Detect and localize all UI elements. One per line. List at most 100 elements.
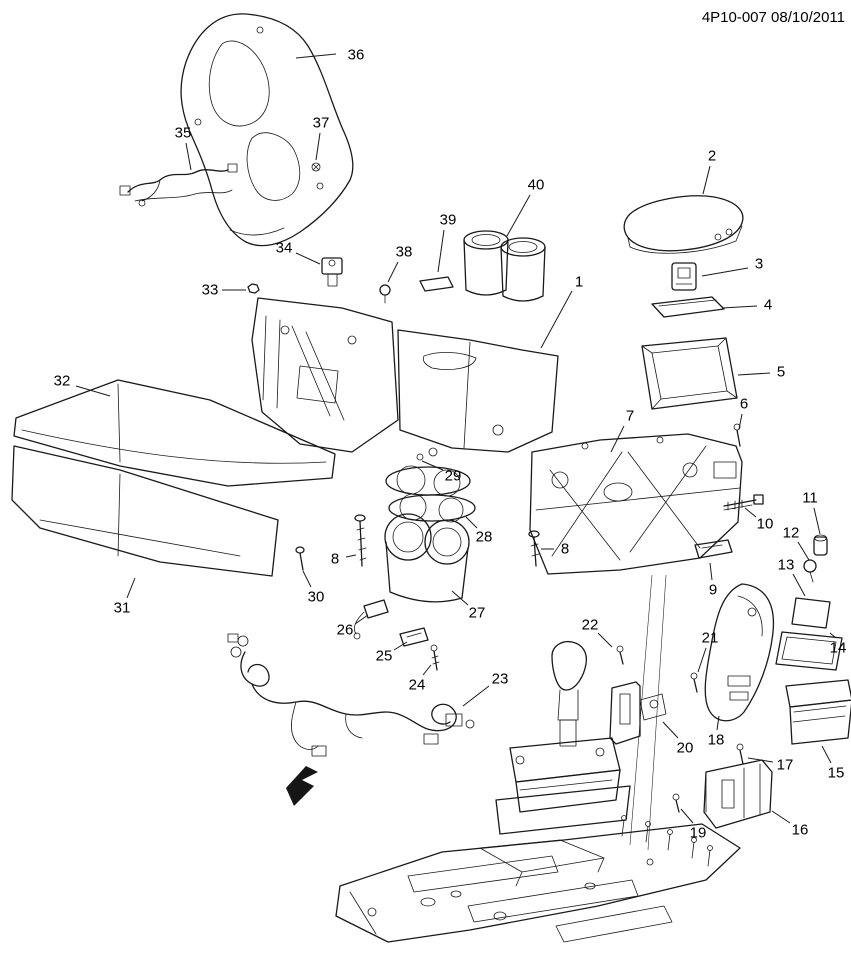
- callout-22: 22: [582, 617, 599, 634]
- callout-25: 25: [376, 648, 393, 665]
- callout-21: 21: [702, 630, 719, 647]
- callout-leader-3: [701, 267, 749, 277]
- callout-leader-4: [721, 305, 758, 309]
- part-21-screw: [690, 672, 698, 693]
- callout-33: 33: [202, 282, 219, 299]
- callout-leader-6: [738, 413, 743, 430]
- callout-4: 4: [764, 297, 772, 314]
- callout-39: 39: [440, 212, 457, 229]
- callout-leader-38: [387, 261, 399, 283]
- callout-14: 14: [830, 640, 847, 657]
- callout-leader-20: [662, 721, 679, 739]
- callout-34: 34: [276, 240, 293, 257]
- callout-16: 16: [792, 822, 809, 839]
- callout-leader-32: [75, 385, 111, 397]
- part-33-nut: [247, 283, 260, 294]
- part-17-screw: [736, 743, 744, 765]
- callout-leader-5: [737, 372, 771, 376]
- callout-12: 12: [783, 525, 800, 542]
- part-14-mat: [775, 631, 843, 671]
- callout-leader-22: [597, 632, 613, 648]
- part-27-cup-holder: [384, 513, 470, 603]
- callout-31: 31: [114, 600, 131, 617]
- callout-38: 38: [396, 244, 413, 261]
- callout-leader-36: [295, 53, 337, 59]
- part-23-wiring-harness: [227, 633, 475, 757]
- floor-pan: [335, 815, 741, 943]
- callout-leader-11: [813, 507, 821, 535]
- part-31-side-panel-lower: [11, 445, 279, 577]
- part-36-console-trim: [180, 13, 354, 247]
- callout-leader-14: [829, 632, 837, 639]
- callout-leader-28: [465, 516, 478, 529]
- part-24-screw: [430, 644, 440, 671]
- part-3-latch: [671, 262, 697, 291]
- doc-reference: 4P10-007 08/10/2011: [702, 9, 845, 26]
- callout-3: 3: [755, 256, 763, 273]
- part-34-switch: [321, 257, 343, 287]
- callout-18: 18: [708, 732, 725, 749]
- part-12-cap: [803, 559, 817, 583]
- callout-20: 20: [677, 740, 694, 757]
- callout-28: 28: [476, 529, 493, 546]
- callout-19: 19: [690, 825, 707, 842]
- callout-leader-23: [462, 685, 490, 707]
- callout-5: 5: [777, 364, 785, 381]
- part-28-gasket: [388, 493, 476, 523]
- part-22-screw: [616, 645, 624, 665]
- callout-8: 8: [331, 551, 339, 568]
- callout-9: 9: [709, 582, 717, 599]
- callout-leader-8: [345, 554, 357, 558]
- part-30-screw: [295, 546, 305, 571]
- callout-leader-7: [610, 425, 625, 453]
- callout-24: 24: [409, 677, 426, 694]
- part-18-rear-panel: [704, 583, 775, 722]
- callout-7: 7: [626, 408, 634, 425]
- part-38-grommet: [379, 284, 391, 304]
- callout-10: 10: [757, 516, 774, 533]
- callout-29: 29: [445, 468, 462, 485]
- part-1-console-body: [251, 297, 559, 461]
- callout-40: 40: [528, 177, 545, 194]
- part-32-side-panel-upper: [13, 379, 336, 487]
- front-direction-arrow-icon: [286, 766, 318, 806]
- callout-37: 37: [313, 115, 330, 132]
- callout-13: 13: [778, 557, 795, 574]
- callout-leader-27: [451, 590, 469, 606]
- callout-leader-12: [797, 541, 810, 561]
- part-8-screw-left: [354, 514, 367, 567]
- callout-27: 27: [469, 605, 486, 622]
- part-19-screw: [672, 793, 680, 813]
- part-16-bracket: [703, 759, 773, 829]
- callout-leader-18: [716, 715, 720, 731]
- callout-36: 36: [348, 47, 365, 64]
- part-39-pad: [419, 276, 454, 292]
- callout-leader-24: [422, 664, 432, 676]
- callout-8: 8: [561, 541, 569, 558]
- part-15-tray: [785, 679, 851, 745]
- part-8-screw-right: [528, 530, 540, 567]
- callout-30: 30: [308, 589, 325, 606]
- callout-32: 32: [54, 373, 71, 390]
- part-20-bracket: [609, 681, 667, 745]
- callout-15: 15: [828, 765, 845, 782]
- part-25-connector: [399, 627, 429, 647]
- part-10-bolt: [723, 494, 764, 511]
- part-11-plug: [813, 534, 828, 556]
- part-4-liner: [651, 296, 725, 318]
- part-26-sensor: [353, 599, 389, 640]
- callout-leader-35: [185, 142, 192, 171]
- callout-leader-37: [315, 132, 321, 161]
- callout-leader-26: [354, 614, 369, 625]
- callout-leader-31: [126, 577, 136, 599]
- part-7-carrier-frame: [529, 433, 743, 575]
- callout-17: 17: [777, 757, 794, 774]
- callout-2: 2: [708, 148, 716, 165]
- callout-23: 23: [492, 671, 509, 688]
- callout-leader-19: [680, 808, 694, 824]
- callout-leader-10: [744, 507, 757, 518]
- callout-leader-34: [295, 252, 321, 265]
- part-5-bin: [641, 337, 738, 410]
- callout-leader-15: [821, 745, 832, 764]
